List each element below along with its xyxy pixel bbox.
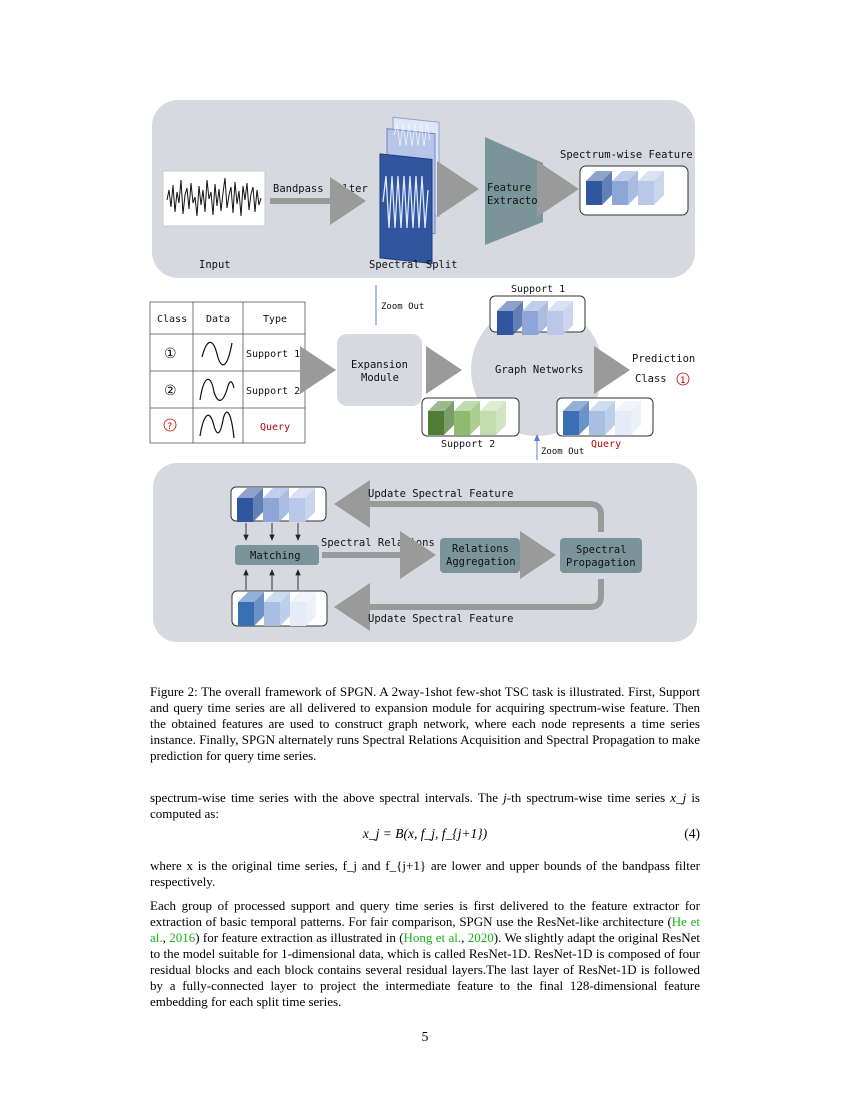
matching-label: Matching [250, 550, 301, 562]
citation-he-sep: , [162, 930, 170, 945]
update-loop-bottom [334, 579, 604, 631]
zoom-out-label-top: Zoom Out [381, 302, 424, 312]
support1-label: Support 1 [511, 284, 565, 295]
update-loop-top [334, 480, 604, 532]
para3-text-c: ). We slightly adapt the original ResNet… [150, 930, 701, 1009]
table-row2-type: Support 2 [246, 386, 300, 397]
para1-var-xj: x_j [670, 790, 687, 805]
class-value: 1 [680, 376, 685, 386]
bandpass-label: Bandpass Filter [273, 183, 368, 195]
class-value-circle [676, 372, 690, 386]
expansion-label-1: Expansion [351, 359, 408, 371]
para1-text-a: spectrum-wise time series with the above… [150, 790, 504, 805]
extractor-label-1: Feature [487, 182, 531, 194]
citation-hong[interactable]: Hong et al., 2020 [404, 930, 494, 945]
input-label: Input [199, 259, 231, 271]
expansion-label-2: Module [361, 372, 399, 384]
graph-label: Graph Networks [495, 364, 584, 376]
citation-he-year[interactable]: 2016 [169, 930, 196, 945]
page-number: 5 [421, 1029, 429, 1044]
prediction-label: Prediction [632, 353, 695, 365]
spectral-split-label: Spectral Split [369, 259, 458, 271]
relations-label-1: Relations [452, 543, 509, 555]
paragraph-2: where x is the original time series, f_j… [150, 858, 700, 889]
zoom-out-label-bottom: Zoom Out [541, 447, 584, 457]
table-row1-wave [201, 341, 233, 366]
support2-label: Support 2 [441, 439, 495, 450]
figure-caption: Figure 2: The overall framework of SPGN.… [150, 684, 700, 763]
propagation-label-2: Propagation [566, 557, 636, 569]
spectral-propagation-box [560, 538, 642, 573]
spectral-split-stack [379, 116, 440, 264]
para1-var-j: j [503, 790, 507, 805]
input-waveform [166, 177, 262, 217]
propagation-label-1: Spectral [576, 544, 627, 556]
spectrum-feature-label: Spectrum-wise Feature [560, 149, 693, 161]
paragraph-3: Each group of processed support and quer… [150, 898, 700, 1010]
matching-connector-arrows [243, 523, 301, 590]
equation-number: (4) [684, 826, 700, 841]
relations-aggregation-box [440, 538, 520, 573]
table-row1-type: Support 1 [246, 349, 300, 360]
paragraph-1: spectrum-wise time series with the above… [150, 790, 700, 822]
para3-text-b: ) for feature extraction as illustrated … [195, 930, 404, 945]
matching-box [235, 545, 319, 565]
citation-he-authors[interactable]: He et al. [150, 914, 700, 945]
table-row3-wave [199, 411, 235, 439]
table-header-class: Class [157, 314, 187, 325]
update-top-label: Update Spectral Feature [368, 488, 513, 500]
citation-hong-year[interactable]: 2020 [467, 930, 494, 945]
citation-he[interactable]: He et al., 2016 [150, 914, 700, 945]
table-row2-wave [199, 378, 235, 401]
update-bottom-label: Update Spectral Feature [368, 613, 513, 625]
table-header-type: Type [263, 314, 287, 325]
framework-figure: Input Bandpass Filter Spectral Split Fea… [149, 100, 697, 642]
table-row3-class: ? [167, 422, 172, 432]
para3-text-a: Each group of processed support and quer… [150, 898, 700, 929]
class-label: Class [635, 373, 667, 385]
table-row3-type: Query [260, 422, 290, 433]
extractor-label-2: Extractor [487, 195, 544, 207]
expansion-module-box [337, 334, 422, 406]
para1-text-c: is computed as: [150, 790, 700, 821]
equation-body: x_j = B(x, f_j, f_{j+1}) [362, 826, 488, 841]
citation-hong-sep: , [461, 930, 468, 945]
table-row2-class: ② [164, 383, 177, 399]
para1-text-b: -th spectrum-wise time series [506, 790, 671, 805]
query-label: Query [591, 439, 621, 450]
feature-extractor-trapezoid [485, 137, 543, 245]
relations-label-2: Aggregation [446, 556, 516, 568]
table-row3-class-circle [163, 418, 177, 432]
table-header-data: Data [206, 314, 230, 325]
spectral-relations-label: Spectral Relations [321, 537, 435, 549]
table-row1-class: ① [164, 346, 177, 362]
equation-4: x_j = B(x, f_j, f_{j+1}) (4) [150, 826, 700, 844]
citation-hong-authors[interactable]: Hong et al. [403, 930, 462, 945]
